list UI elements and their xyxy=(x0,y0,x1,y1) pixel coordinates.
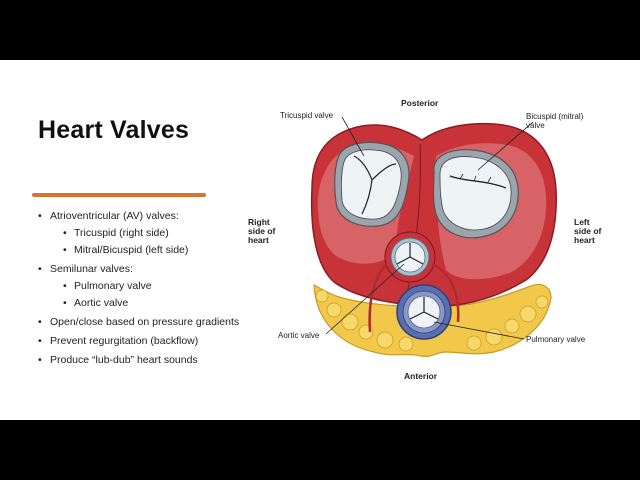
aortic-valve-label: Aortic valve xyxy=(278,331,320,340)
bullet-text: Produce “lub-dub” heart sounds xyxy=(50,354,198,366)
bullet-heart-sounds: Produce “lub-dub” heart sounds xyxy=(38,354,248,367)
bullet-prevent-regurgitation: Prevent regurgitation (backflow) xyxy=(38,335,248,348)
slide: Heart Valves Atrioventricular (AV) valve… xyxy=(0,60,640,420)
bicuspid-label-line-2: valve xyxy=(526,121,545,130)
bullet-text: Open/close based on pressure gradients xyxy=(50,316,240,328)
heart-valves-illustration xyxy=(310,116,557,358)
bullet-text: Semilunar valves: xyxy=(50,263,133,275)
left-side-line-2: side of xyxy=(574,226,602,236)
tricuspid-valve-label: Tricuspid valve xyxy=(280,111,334,120)
heart-valves-figure: Posterior Anterior Tricuspid valve Bicus… xyxy=(246,60,640,420)
sub-bullet-text: Tricuspid (right side) xyxy=(74,227,169,239)
sub-bullet-text: Aortic valve xyxy=(74,297,129,309)
sub-bullet-pulmonary: Pulmonary valve xyxy=(50,280,248,293)
pulmonary-valve-label: Pulmonary valve xyxy=(526,335,586,344)
right-side-line-3: heart xyxy=(248,235,269,245)
label-leader-lines xyxy=(325,116,534,340)
letterbox-top xyxy=(0,0,640,60)
bullet-pressure-gradients: Open/close based on pressure gradients xyxy=(38,316,248,329)
slide-title: Heart Valves xyxy=(38,116,190,144)
right-side-label: Right side of heart xyxy=(248,218,275,245)
bullet-semilunar-valves: Semilunar valves: Pulmonary valve Aortic… xyxy=(38,263,248,310)
letterbox-bottom xyxy=(0,420,640,480)
left-side-label: Left side of heart xyxy=(574,218,601,245)
mitral-valve-shape xyxy=(432,149,519,239)
sub-bullet-list: Pulmonary valve Aortic valve xyxy=(50,280,248,310)
anterior-label: Anterior xyxy=(404,371,438,381)
right-side-line-1: Right xyxy=(248,217,270,227)
left-side-line-1: Left xyxy=(574,217,590,227)
bicuspid-valve-label: Bicuspid (mitral) valve xyxy=(526,112,583,130)
sub-bullet-mitral: Mitral/Bicuspid (left side) xyxy=(50,244,248,257)
sub-bullet-text: Mitral/Bicuspid (left side) xyxy=(74,244,189,256)
bicuspid-label-line-1: Bicuspid (mitral) xyxy=(526,112,584,121)
title-accent-line xyxy=(32,193,206,197)
tricuspid-valve-shape xyxy=(334,141,410,227)
bullet-av-valves: Atrioventricular (AV) valves: Tricuspid … xyxy=(38,210,248,257)
pulmonary-valve-shape xyxy=(396,284,452,340)
right-side-line-2: side of xyxy=(248,226,276,236)
sub-bullet-aortic: Aortic valve xyxy=(50,297,248,310)
sub-bullet-list: Tricuspid (right side) Mitral/Bicuspid (… xyxy=(50,227,248,257)
sub-bullet-text: Pulmonary valve xyxy=(74,280,152,292)
left-side-line-3: heart xyxy=(574,235,595,245)
bullet-text: Atrioventricular (AV) valves: xyxy=(50,210,179,222)
sub-bullet-tricuspid: Tricuspid (right side) xyxy=(50,227,248,240)
bullet-list: Atrioventricular (AV) valves: Tricuspid … xyxy=(38,210,248,373)
posterior-label: Posterior xyxy=(401,98,439,108)
bullet-text: Prevent regurgitation (backflow) xyxy=(50,335,199,347)
